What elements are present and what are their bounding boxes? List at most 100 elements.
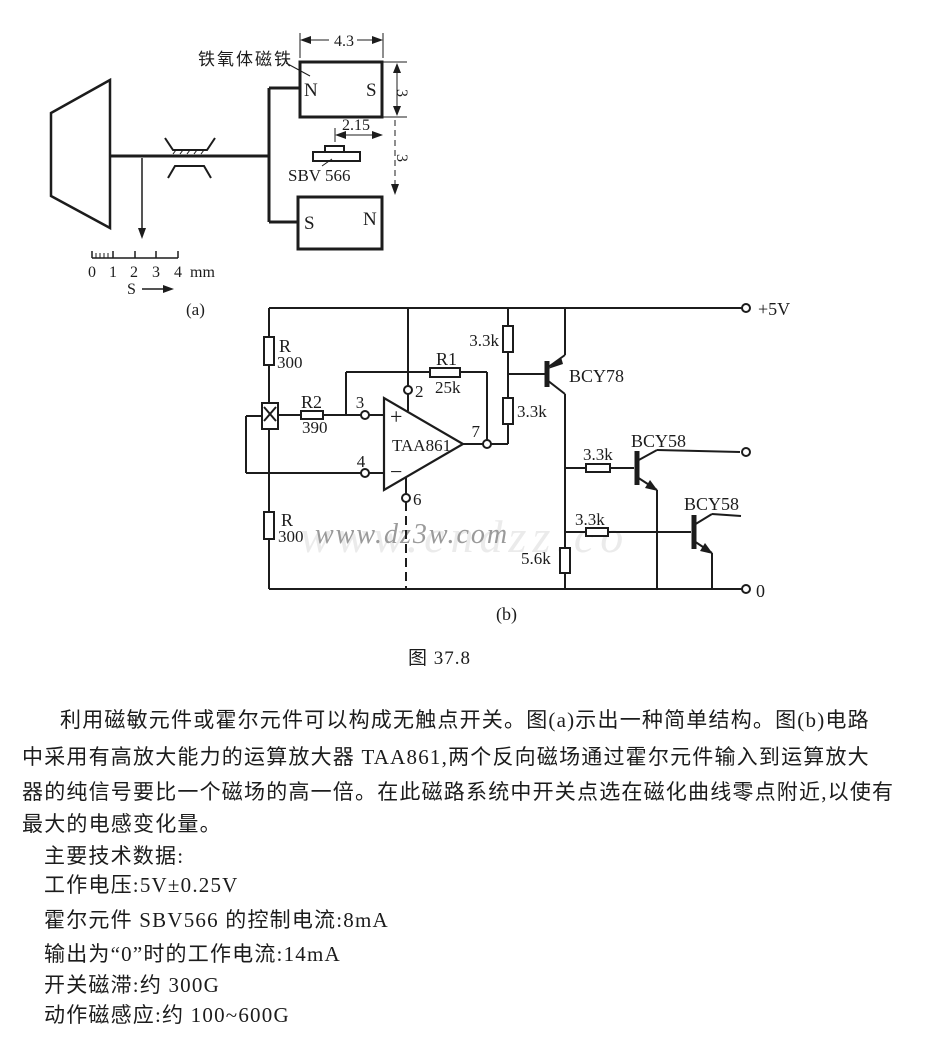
vcc-terminal xyxy=(741,303,751,313)
pin6-terminal xyxy=(401,493,411,503)
re-label: 5.6k xyxy=(521,549,551,568)
opamp-plus-input: + xyxy=(390,404,402,429)
dim-2-15 xyxy=(334,128,383,142)
magnet-bottom-n-pole: N xyxy=(363,209,377,230)
opamp-minus-input: − xyxy=(390,459,402,484)
r300-bottom-name: R xyxy=(281,510,293,530)
scale-tick-0: 0 xyxy=(88,264,96,281)
ferrite-magnet-label: 铁氧体磁铁 xyxy=(198,50,293,69)
figure-number-caption: 图 37.8 xyxy=(408,648,471,669)
spec-voltage: 工作电压:5V±0.25V xyxy=(44,873,239,897)
pin4-terminal xyxy=(360,468,370,478)
transistor-bcy58-1 xyxy=(634,449,741,589)
resistor-5k6 xyxy=(559,547,571,574)
paragraph-line-1: 利用磁敏元件或霍尔元件可以构成无触点开关。图(a)示出一种简单结构。图(b)电路 xyxy=(60,708,870,732)
spec-control-current: 霍尔元件 SBV566 的控制电流:8mA xyxy=(44,908,389,932)
magnet-bracket xyxy=(267,86,300,224)
pin6-label: 6 xyxy=(413,490,422,509)
r1-name: R1 xyxy=(436,349,457,369)
paragraph-line-4: 最大的电感变化量。 xyxy=(22,812,222,836)
figure-a-caption: (a) xyxy=(186,300,205,319)
paragraph-line-3: 器的纯信号要比一个磁场的高一倍。在此磁路系统中开关点选在磁化曲线零点附近,以使有 xyxy=(22,780,895,804)
scale-tick-4: 4 xyxy=(174,264,182,281)
bearing-symbol xyxy=(164,137,216,179)
q3-label: BCY58 xyxy=(684,494,739,514)
output1-terminal xyxy=(741,447,751,457)
r300-top-value: 300 xyxy=(277,353,303,372)
scale-tick-1: 1 xyxy=(109,264,117,281)
magnet-bottom-s-pole: S xyxy=(304,213,315,234)
resistor-r300-top xyxy=(263,336,275,366)
pin7-label: 7 xyxy=(472,422,481,441)
resistor-r300-bottom xyxy=(263,511,275,540)
magnet-top xyxy=(298,60,384,119)
r2-value: 390 xyxy=(302,418,328,437)
rc2-label: 3.3k xyxy=(517,402,547,421)
pin3-terminal xyxy=(360,410,370,420)
resistor-3k3-collector2 xyxy=(502,397,514,425)
magnet-bottom xyxy=(296,195,384,251)
r300-top-name: R xyxy=(279,336,291,356)
hall-sensor-symbol xyxy=(261,402,279,430)
spec-heading: 主要技术数据: xyxy=(44,844,185,868)
scale-tick-3: 3 xyxy=(152,264,160,281)
driver-wires xyxy=(565,467,691,533)
scale-unit-label: mm xyxy=(190,264,215,281)
r2-name: R2 xyxy=(301,392,322,412)
scale-tick-2: 2 xyxy=(130,264,138,281)
pin2-terminal xyxy=(403,385,413,395)
resistor-r2-390 xyxy=(300,410,324,420)
figure-b-circuit xyxy=(245,303,751,594)
ground-terminal xyxy=(741,584,751,594)
scale-tick-labels: 0 1 2 3 4 mm S xyxy=(88,264,215,298)
dim-3-gap xyxy=(391,120,399,195)
resistor-bodies xyxy=(263,325,611,574)
resistor-r1-25k xyxy=(429,367,461,378)
paragraph-line-2: 中采用有高放大能力的运算放大器 TAA861,两个反向磁场通过霍尔元件输入到运算… xyxy=(22,745,870,769)
magnet-top-s-pole: S xyxy=(366,80,377,101)
ground-label: 0 xyxy=(756,581,765,601)
figure-a-drawing xyxy=(49,33,407,293)
rb2-label: 3.3k xyxy=(575,510,605,529)
r300-bottom-value: 300 xyxy=(278,527,304,546)
r1-value: 25k xyxy=(435,378,461,397)
cone-shape xyxy=(49,77,112,231)
magnet-top-n-pole: N xyxy=(304,80,318,101)
scale-axis-label: S xyxy=(127,281,136,298)
dim-3-height-label: 3 xyxy=(393,89,410,97)
pin-terminals xyxy=(360,303,751,594)
resistor-3k3-base1 xyxy=(585,463,611,473)
q2-label: BCY58 xyxy=(631,431,686,451)
dim-2-15-label: 2.15 xyxy=(342,117,370,134)
figure-b-caption: (b) xyxy=(496,604,517,625)
opamp-label: TAA861 xyxy=(392,436,451,455)
rc1-label: 3.3k xyxy=(469,331,499,350)
figure-37-8: www.cndzz.co www.dz3w.com xyxy=(49,33,790,669)
transistor-bcy58-2 xyxy=(691,513,742,589)
dim-3-height xyxy=(383,61,407,118)
hall-element-shape xyxy=(312,145,361,167)
dim-4-3-label: 4.3 xyxy=(334,33,354,50)
rb1-label: 3.3k xyxy=(583,445,613,464)
displacement-arrow xyxy=(138,158,146,239)
pin7-terminal xyxy=(482,439,492,449)
dim-3-gap-label: 3 xyxy=(393,154,410,162)
spec-induction: 动作磁感应:约 100~600G xyxy=(44,1003,290,1027)
feedback-wires xyxy=(345,371,488,440)
resistor-3k3-base2 xyxy=(585,527,609,537)
vcc-label: +5V xyxy=(758,299,790,319)
pin2-label: 2 xyxy=(415,382,424,401)
watermark-front-text: www.dz3w.com xyxy=(315,519,509,550)
q1-label: BCY78 xyxy=(569,366,624,386)
mm-scale xyxy=(91,251,179,293)
pin4-label: 4 xyxy=(357,452,366,471)
hall-element-label: SBV 566 xyxy=(288,166,351,185)
dim-4-3 xyxy=(299,33,384,58)
ferrite-leader-line xyxy=(285,62,311,77)
hall-input-wires xyxy=(245,414,384,474)
spec-hysteresis: 开关磁滞:约 300G xyxy=(44,973,220,997)
opamp-triangle xyxy=(382,396,466,492)
pin3-label: 3 xyxy=(356,393,365,412)
resistor-3k3-collector1 xyxy=(502,325,514,353)
